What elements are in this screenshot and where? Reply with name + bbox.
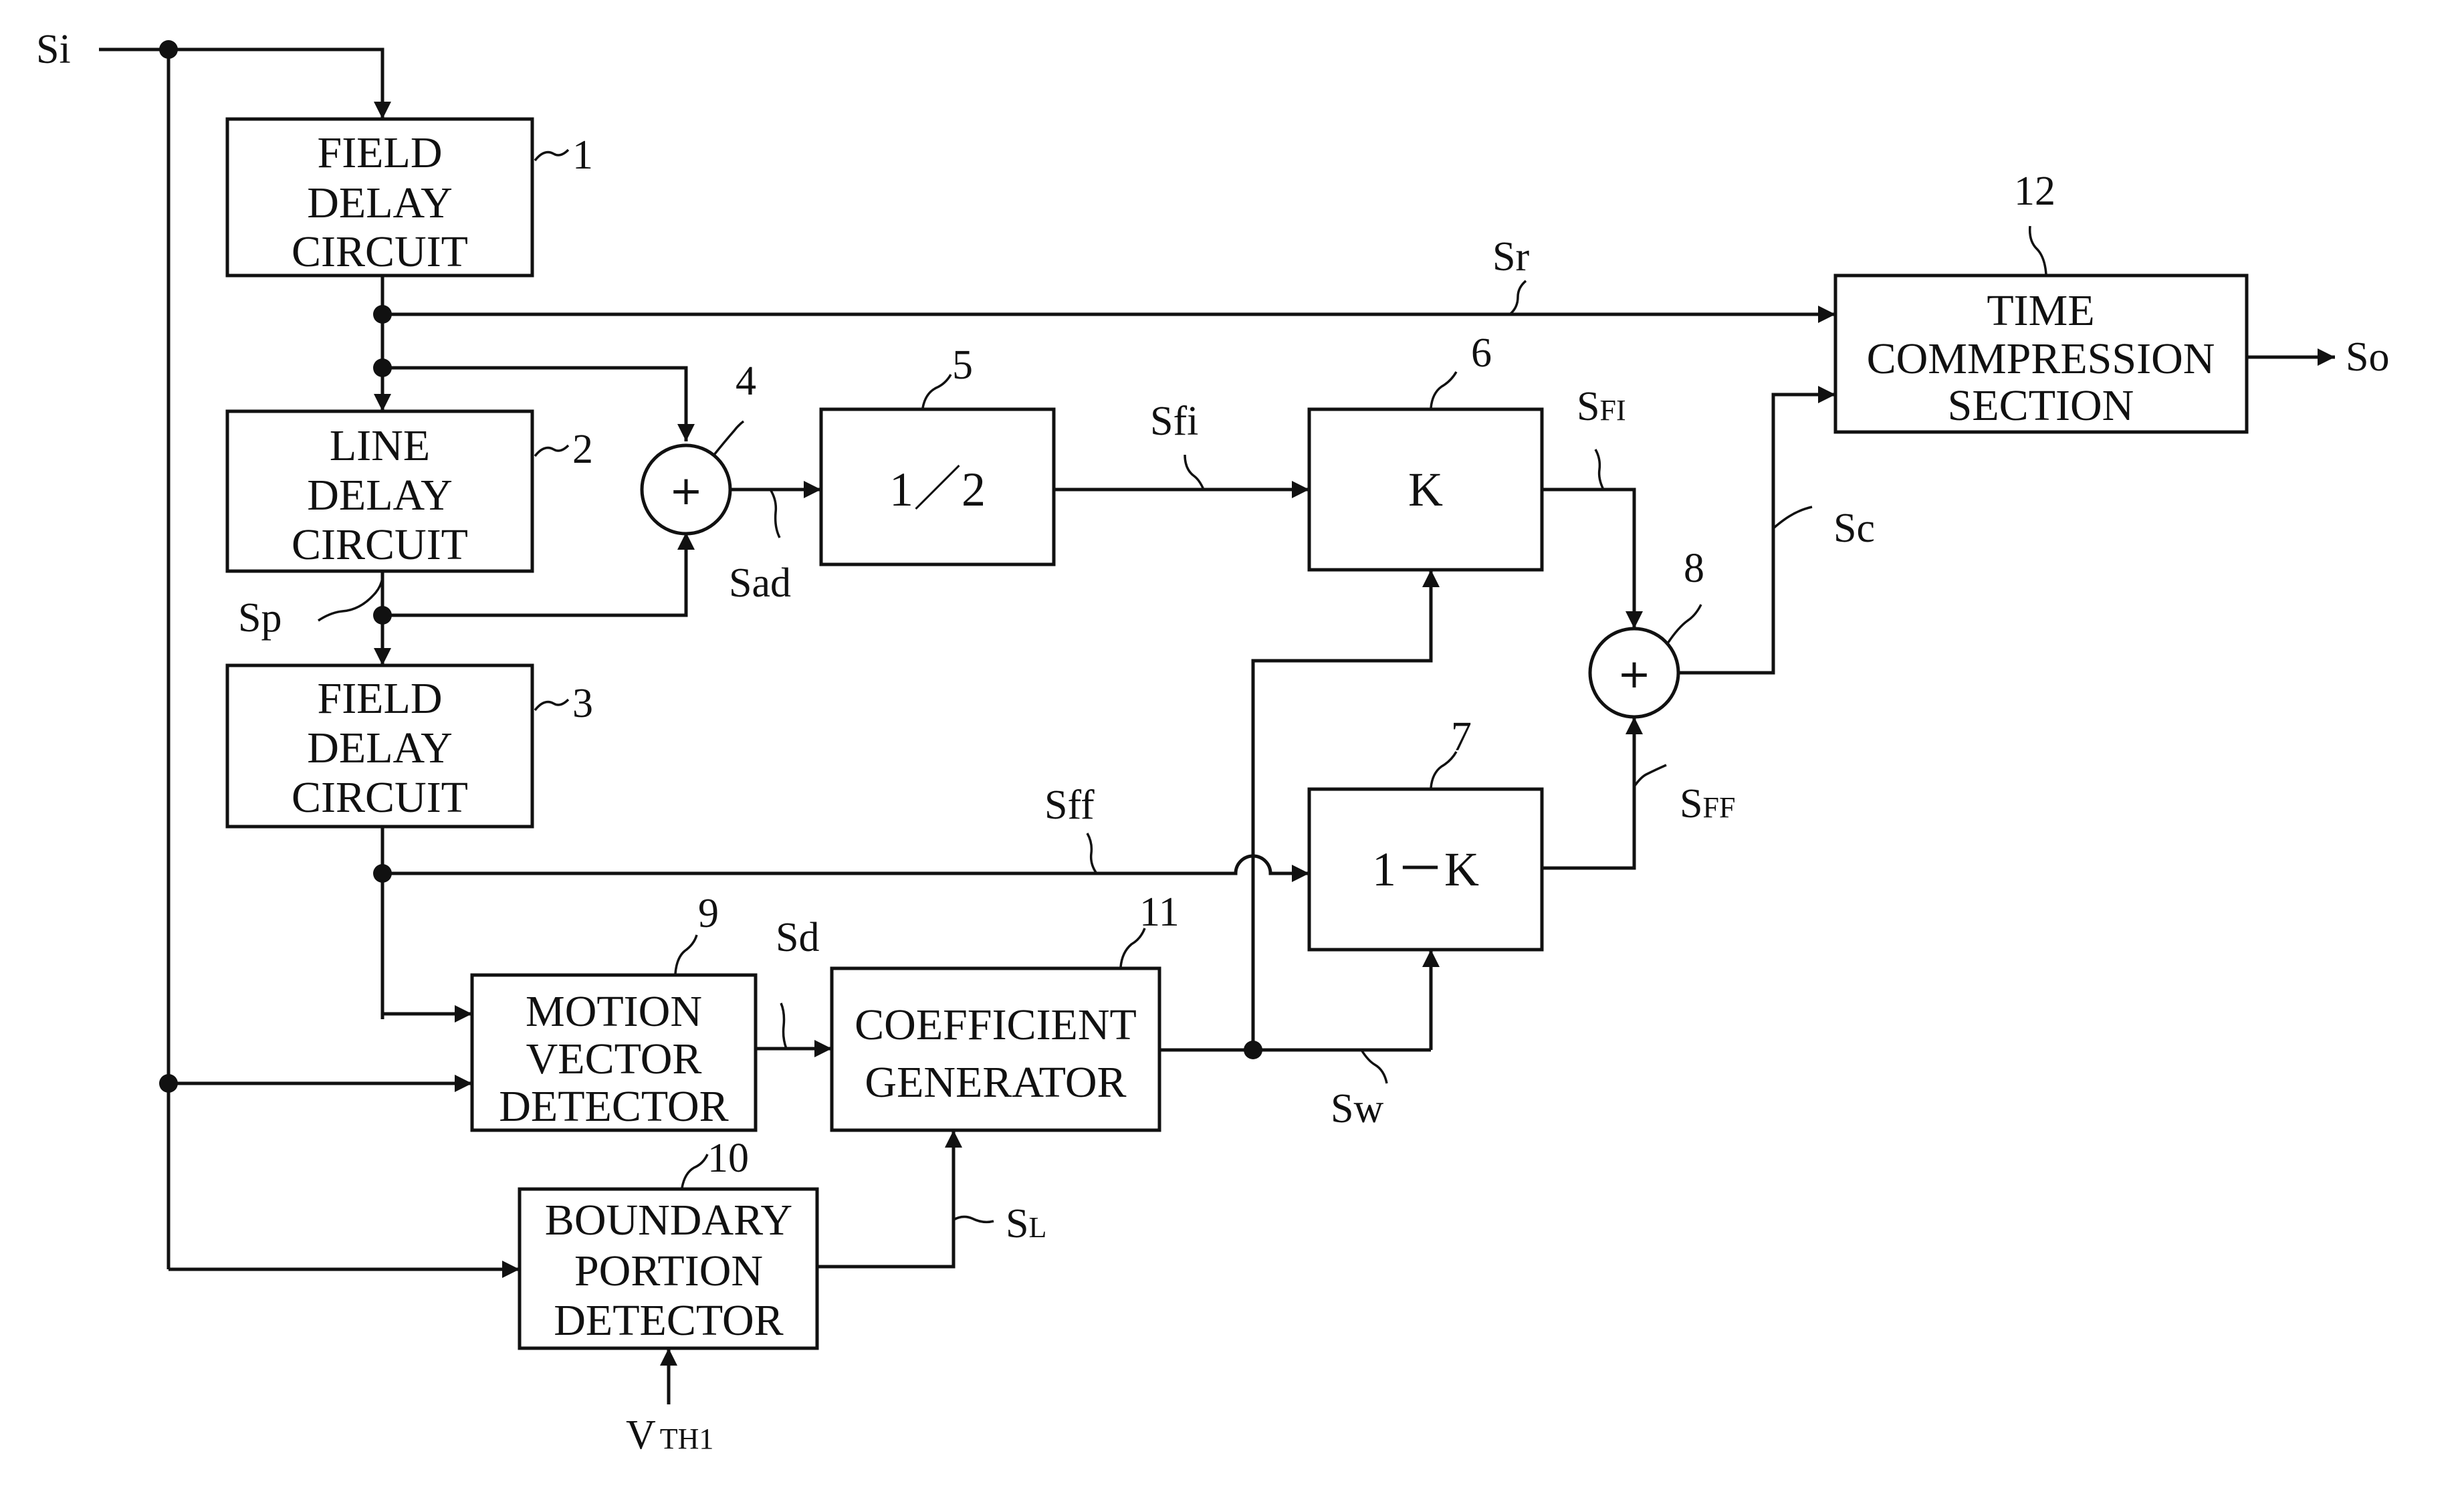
block-one-minus-k-7: 1－K (1309, 789, 1542, 950)
junction-dot (1244, 1041, 1262, 1059)
block-label: GENERATOR (865, 1058, 1126, 1107)
block-label: TIME (1987, 286, 2094, 335)
block-line-delay-2: LINE DELAY CIRCUIT (227, 411, 532, 571)
block-label: 1－K (1372, 843, 1479, 896)
ref-numeral: 11 (1139, 889, 1180, 935)
signal-sr-label: Sr (1492, 234, 1529, 280)
block-label: CIRCUIT (292, 227, 468, 276)
ref-numeral: 1 (572, 132, 593, 178)
signal-sff-label: Sff (1044, 782, 1095, 828)
signal-sp-label: Sp (238, 595, 282, 641)
block-label: VECTOR (526, 1035, 702, 1083)
block-label: SECTION (1948, 381, 2134, 430)
signal-sad-label: Sad (729, 560, 791, 606)
wire-sc (1678, 395, 1835, 673)
block-label: DELAY (307, 179, 453, 227)
signal-sw-label: Sw (1331, 1086, 1383, 1132)
junction-dot (373, 358, 392, 377)
ref-numeral: 7 (1451, 714, 1472, 760)
ref-numeral: 6 (1471, 330, 1492, 376)
signal-sFI-label: SFI (1577, 384, 1626, 429)
block-label: MOTION (526, 987, 702, 1036)
adder-symbol: + (669, 467, 703, 514)
signal-sc-label: Sc (1833, 506, 1875, 551)
signal-so-label: So (2346, 334, 2389, 380)
adder-8: + (1590, 629, 1678, 717)
block-label: FIELD (318, 674, 443, 723)
block-label: DETECTOR (499, 1082, 728, 1131)
block-field-delay-3: FIELD DELAY CIRCUIT (227, 665, 532, 827)
block-label: CIRCUIT (292, 773, 468, 822)
adder-4: + (642, 445, 730, 534)
wire-si-input (99, 49, 382, 119)
signal-vth1-label: VTH1 (626, 1412, 713, 1458)
wire-sFI (1542, 490, 1634, 629)
junction-dot (159, 1074, 178, 1093)
ref-numeral: 9 (698, 891, 719, 936)
junction-dot (373, 305, 392, 324)
junction-dot (373, 864, 392, 883)
junction-dot (373, 606, 392, 625)
block-label: CIRCUIT (292, 520, 468, 569)
junction-dot (159, 40, 178, 59)
ref-numeral: 8 (1684, 546, 1704, 591)
ref-numeral: 2 (572, 427, 593, 472)
wire-sff-to-motion (382, 873, 472, 1014)
wire-sFF (1542, 717, 1634, 868)
block-label: K (1408, 463, 1443, 516)
block-motion-vector-detector-9: MOTION VECTOR DETECTOR (472, 975, 756, 1131)
block-label: FIELD (318, 128, 443, 177)
ref-numeral: 4 (736, 358, 756, 404)
signal-sFF-label: SFF (1680, 781, 1735, 827)
block-k-6: K (1309, 409, 1542, 570)
block-coefficient-generator-11: COEFFICIENT GENERATOR (832, 968, 1159, 1130)
block-label: COMMPRESSION (1867, 334, 2215, 383)
signal-si-label: Si (36, 27, 71, 72)
block-label: DETECTOR (554, 1296, 783, 1345)
block-label: PORTION (574, 1247, 763, 1295)
adder-symbol: + (1617, 651, 1651, 698)
block-label: BOUNDARY (545, 1196, 792, 1245)
signal-sfi-label: Sfi (1150, 399, 1198, 444)
block-boundary-portion-detector-10: BOUNDARY PORTION DETECTOR (520, 1189, 817, 1348)
block-label: 1／2 (889, 463, 986, 516)
block-half-5: 1／2 (821, 409, 1054, 564)
ref-numeral: 3 (572, 681, 593, 726)
block-label: DELAY (307, 471, 453, 520)
signal-sl-label: SL (1006, 1201, 1046, 1247)
block-label: DELAY (307, 724, 453, 772)
block-field-delay-1: FIELD DELAY CIRCUIT (227, 119, 532, 276)
ref-numeral: 10 (707, 1136, 749, 1181)
block-time-compression-12: TIME COMMPRESSION SECTION (1835, 276, 2247, 432)
ref-numeral: 12 (2014, 169, 2055, 214)
ref-numeral: 5 (952, 342, 973, 388)
wire-sff (382, 856, 1309, 873)
block-label: LINE (330, 421, 430, 470)
signal-sd-label: Sd (776, 915, 819, 960)
wire-sl (817, 1130, 954, 1267)
block-label: COEFFICIENT (855, 1000, 1137, 1049)
